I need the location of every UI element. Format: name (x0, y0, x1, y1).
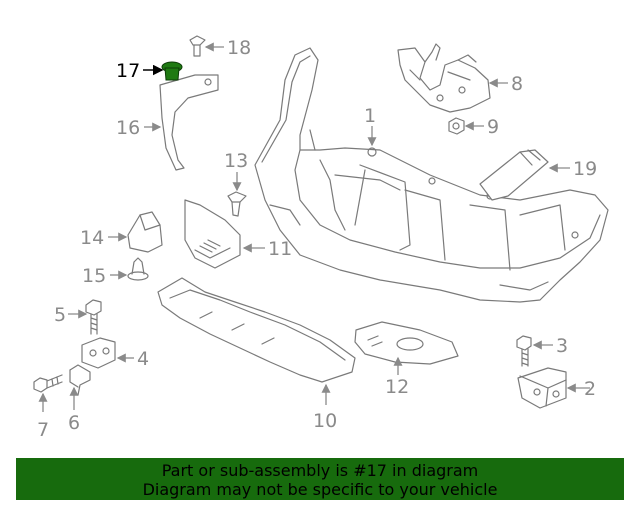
banner-line-2: Diagram may not be specific to your vehi… (142, 480, 498, 499)
nut-9 (448, 117, 465, 135)
callout-11: 11 (268, 238, 292, 260)
bolt-17-highlighted (161, 61, 183, 81)
callout-5: 5 (54, 304, 66, 326)
callout-13: 13 (224, 150, 248, 172)
callout-1: 1 (364, 105, 376, 127)
banner-line-1: Part or sub-assembly is #17 in diagram (161, 461, 479, 480)
bracket-14 (127, 211, 163, 253)
bracket-8 (397, 43, 491, 113)
callout-18: 18 (227, 37, 251, 59)
clip-6 (69, 364, 91, 396)
callout-12: 12 (385, 376, 409, 398)
callout-8: 8 (511, 73, 523, 95)
info-banner: Part or sub-assembly is #17 in diagram D… (16, 458, 624, 500)
panel-12 (354, 321, 459, 365)
clip-18 (189, 35, 206, 57)
callout-19: 19 (573, 158, 597, 180)
duct-19 (479, 149, 549, 201)
callout-14: 14 (80, 227, 104, 249)
callout-2: 2 (584, 378, 596, 400)
bolt-3 (516, 335, 532, 367)
callout-10: 10 (313, 410, 337, 432)
shield-11 (184, 199, 241, 269)
callout-16: 16 (116, 117, 140, 139)
callout-6: 6 (68, 412, 80, 434)
parts-diagram: 1 2 3 4 5 6 7 8 9 10 11 12 13 14 15 16 1… (33, 35, 609, 441)
callout-15: 15 (82, 265, 106, 287)
lower-panel-10 (157, 277, 356, 383)
callout-9: 9 (487, 116, 499, 138)
callout-labels: 1 2 3 4 5 6 7 8 9 10 11 12 13 14 15 16 1… (37, 37, 597, 441)
callout-7: 7 (37, 419, 49, 441)
curved-bracket-16 (159, 74, 219, 171)
callout-3: 3 (556, 335, 568, 357)
bracket-lower-right (517, 367, 567, 409)
push-pin-13 (227, 191, 247, 217)
bolt-5 (85, 299, 102, 335)
callout-4: 4 (137, 348, 149, 370)
callout-arrows (38, 42, 590, 412)
radiator-support-frame (254, 47, 609, 303)
bracket-4 (81, 337, 116, 369)
grommet-15 (127, 257, 149, 281)
callout-17-highlighted: 17 (116, 60, 140, 82)
bolt-7 (33, 374, 63, 393)
